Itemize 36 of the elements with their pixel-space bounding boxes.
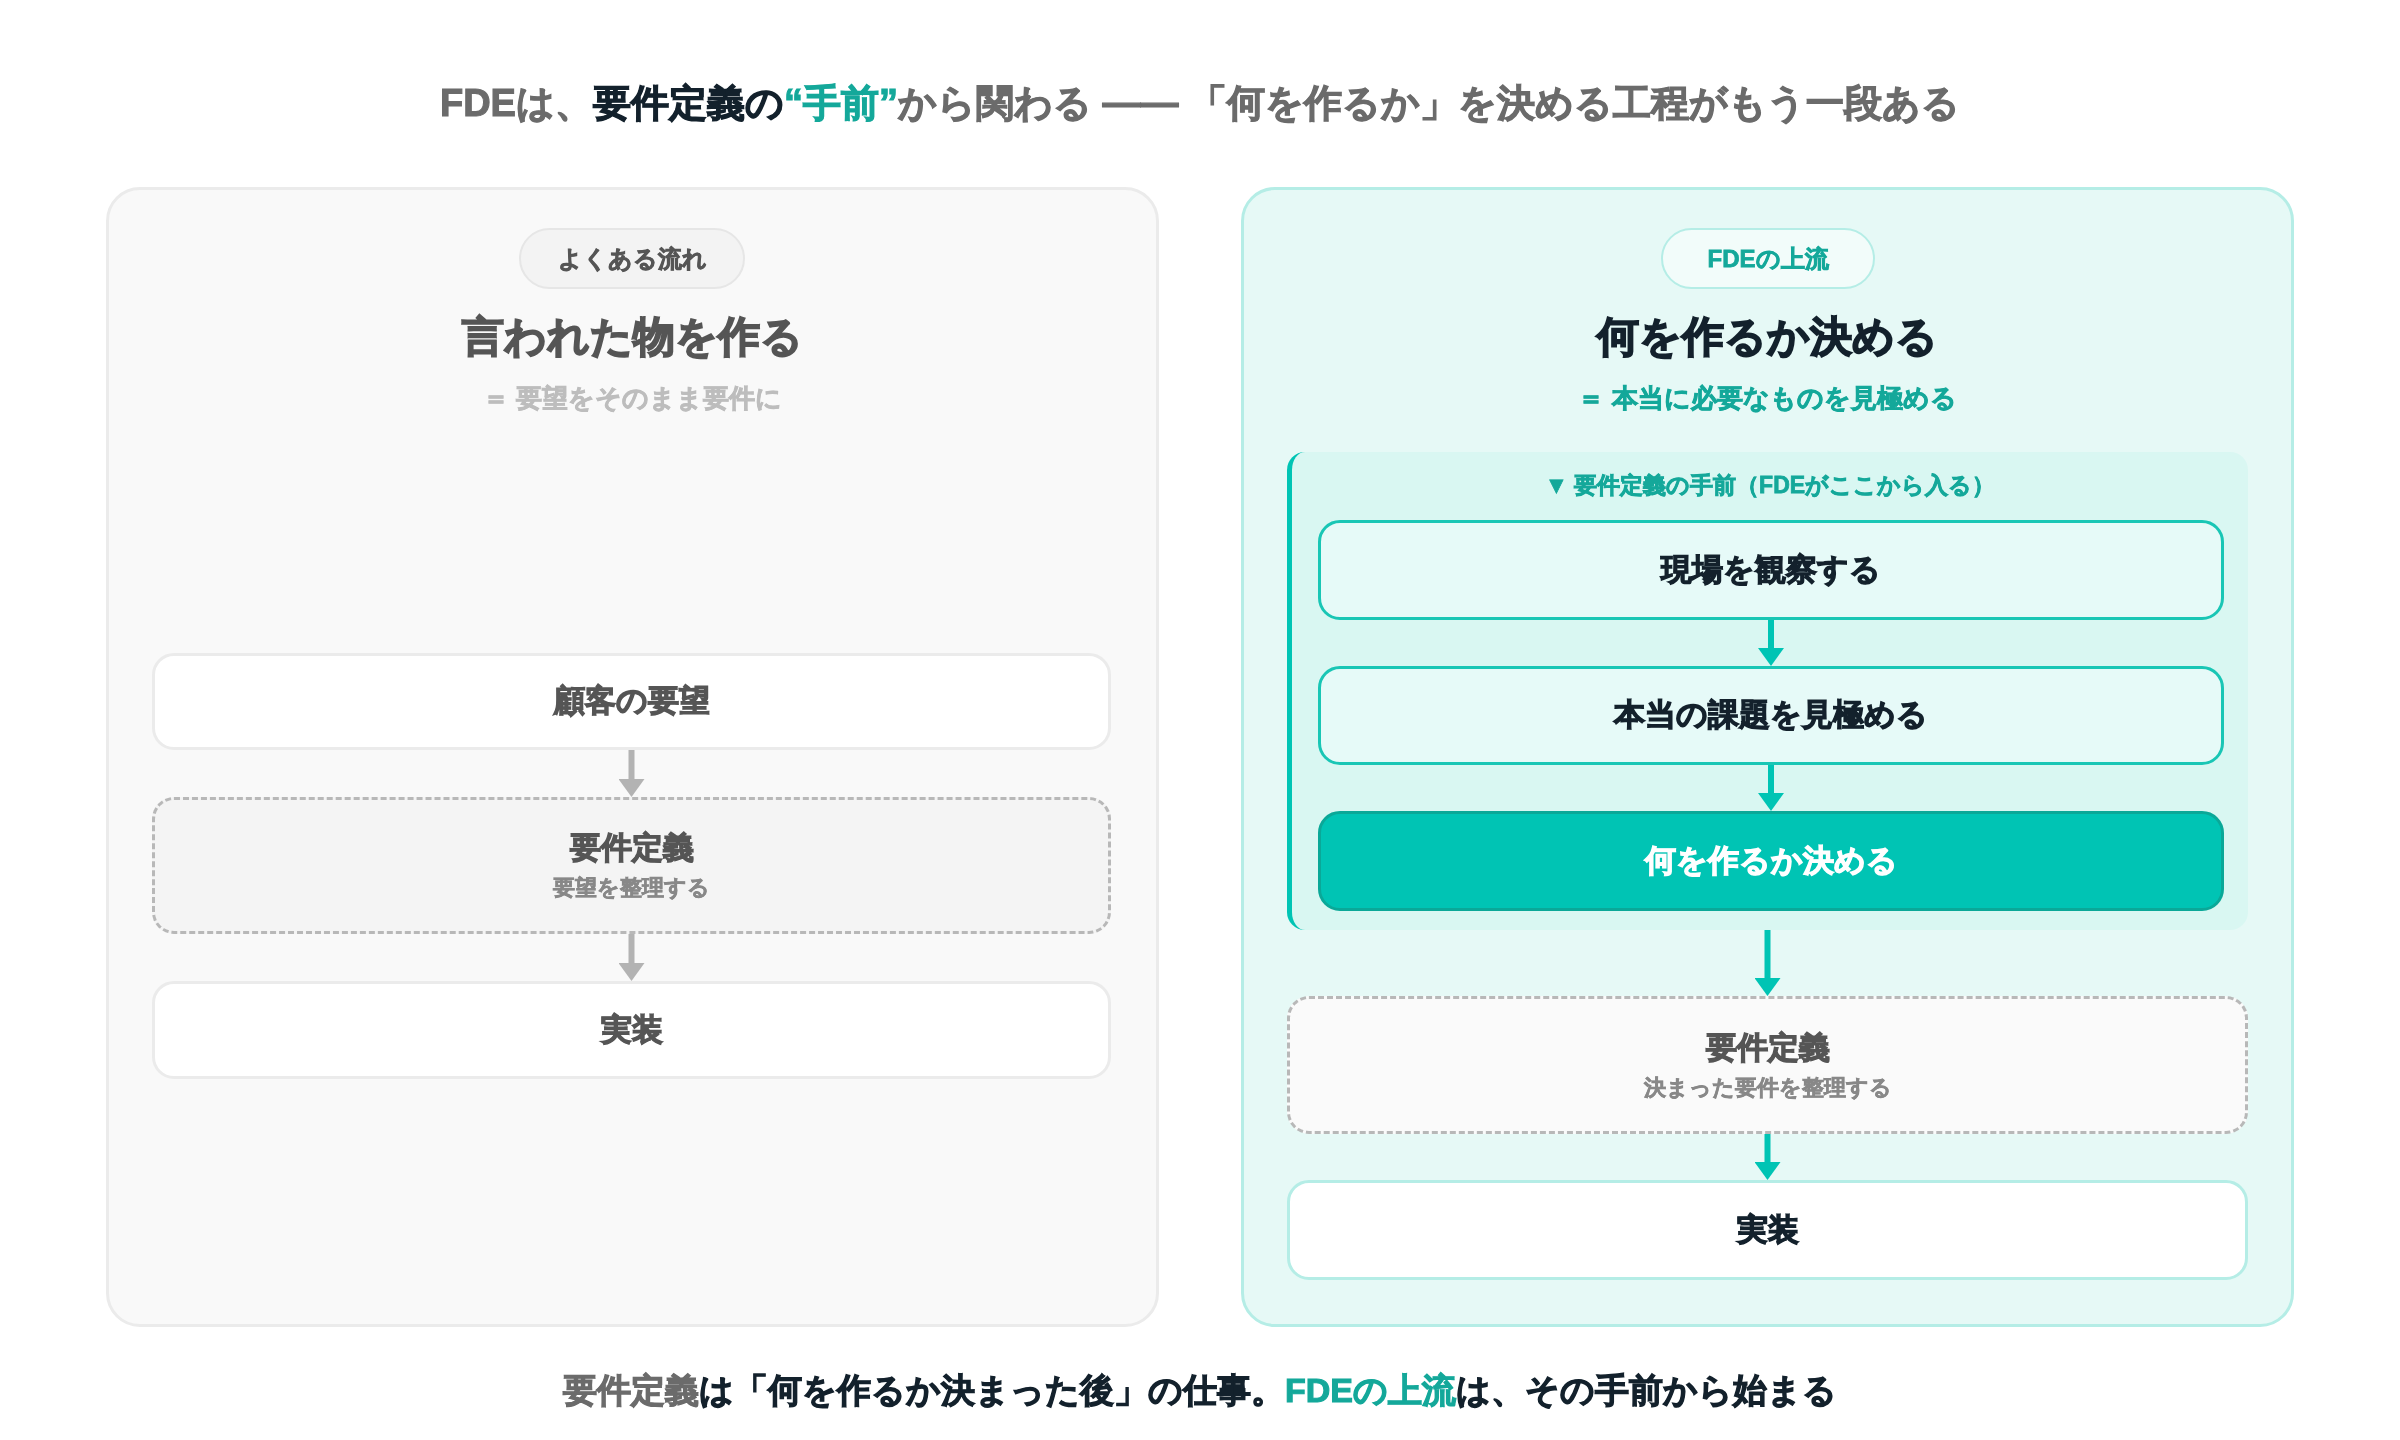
arrow bbox=[618, 750, 645, 797]
arrow bbox=[618, 934, 645, 981]
step-label: 要件定義 bbox=[1705, 1028, 1830, 1067]
step-label: 顧客の要望 bbox=[553, 682, 710, 721]
panel-heading: 何を作るか決める bbox=[1597, 311, 1938, 362]
caption: 要件定義は「何を作るか決まった後」の仕事。FDEの上流は、その手前から始まる bbox=[563, 1369, 1837, 1411]
arrow bbox=[1754, 1134, 1781, 1180]
step-label: 要件定義 bbox=[569, 829, 694, 868]
panel-subtitle: ＝ 要望をそのまま要件に bbox=[482, 381, 783, 415]
process-box bbox=[152, 653, 1111, 750]
panel bbox=[1241, 187, 2294, 1327]
process-box bbox=[152, 981, 1111, 1079]
title: FDEは、要件定義の“手前”から関わる —— 「何を作るか」を決める工程がもう一段ある bbox=[439, 81, 1961, 127]
step-label: 現場を観察する bbox=[1661, 550, 1881, 589]
highlighted-box bbox=[1318, 811, 2224, 911]
dashed-box bbox=[1287, 996, 2248, 1134]
arrow bbox=[1758, 620, 1784, 666]
category-tag: よくある流れ bbox=[519, 228, 745, 289]
panel-subtitle: ＝ 本当に必要なものを見極める bbox=[1578, 381, 1957, 415]
step-note: 決まった要件を整理する bbox=[1643, 1073, 1892, 1102]
process-box bbox=[1318, 666, 2224, 765]
dashed-box bbox=[152, 797, 1111, 934]
panel-heading: 言われた物を作る bbox=[462, 311, 803, 362]
panel bbox=[106, 187, 1159, 1327]
step-label: 実装 bbox=[1736, 1210, 1799, 1249]
arrow bbox=[1758, 765, 1784, 811]
process-box bbox=[1287, 1180, 2248, 1280]
arrow bbox=[1754, 930, 1781, 996]
band-heading: ▼ 要件定義の手前（FDEがここから入る） bbox=[1544, 470, 1996, 500]
process-box bbox=[1318, 520, 2224, 620]
step-label: 何を作るか決める bbox=[1644, 841, 1898, 880]
category-tag: FDEの上流 bbox=[1661, 228, 1875, 289]
step-note: 要望を整理する bbox=[553, 874, 710, 902]
highlight-band bbox=[1287, 452, 2248, 930]
step-label: 本当の課題を見極める bbox=[1614, 696, 1928, 735]
step-label: 実装 bbox=[600, 1010, 663, 1049]
